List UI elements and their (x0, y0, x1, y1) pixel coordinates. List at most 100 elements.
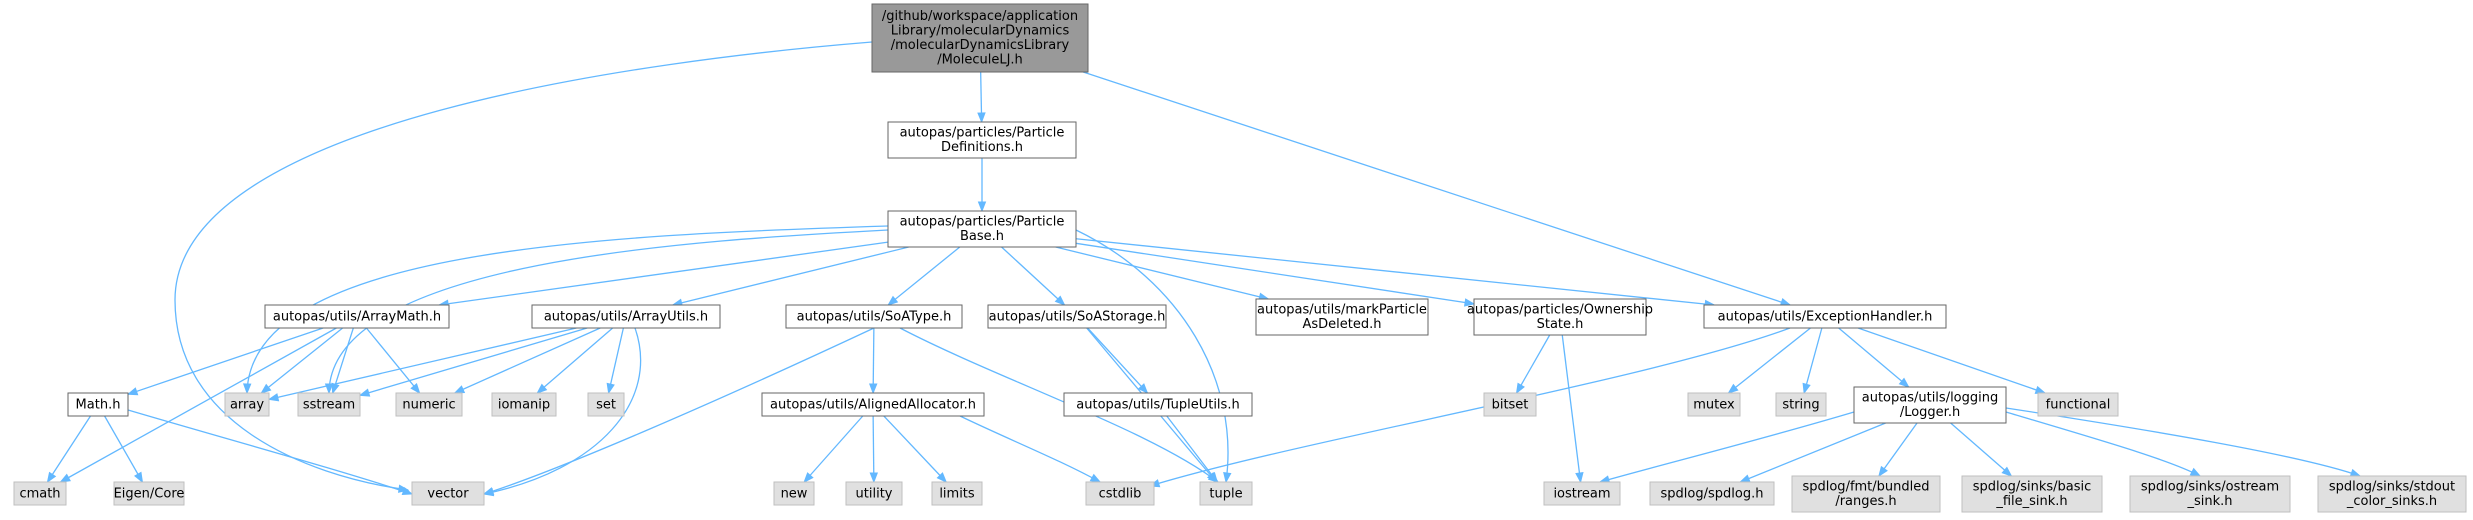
node-box (845, 481, 903, 506)
node-box (1703, 304, 1947, 329)
node-label-line: autopas/utils/markParticle (1257, 303, 1427, 318)
arrowhead (2001, 466, 2013, 477)
edge-line (104, 415, 143, 483)
arrowhead (977, 112, 986, 124)
edge-line (1166, 415, 1218, 483)
node-label-line: utility (856, 486, 893, 501)
arrowhead (1898, 377, 1910, 388)
edge-ownershipState-to-bitset (1515, 334, 1551, 395)
arrowhead (59, 473, 71, 483)
edge-line (1516, 334, 1551, 394)
node-alignedAllocator[interactable]: autopas/utils/AlignedAllocator.h (761, 392, 985, 417)
edge-line (1082, 71, 1791, 306)
node-soaType[interactable]: autopas/utils/SoAType.h (785, 304, 963, 329)
arrowhead (977, 201, 987, 213)
node-box (67, 392, 129, 417)
arrowhead (1137, 383, 1149, 395)
edge-line (2005, 411, 2201, 477)
arrowhead (606, 382, 615, 395)
edge-line (268, 327, 577, 401)
node-basicFileSink: spdlog/sinks/basic_file_sink.h (1961, 475, 2103, 513)
node-label-line: /ranges.h (1835, 494, 1896, 509)
edge-line (1740, 422, 1886, 483)
edge-line (127, 409, 413, 495)
edge-line (959, 415, 1101, 483)
node-tupleUtils[interactable]: autopas/utils/TupleUtils.h (1063, 392, 1253, 417)
edge-line (1599, 411, 1855, 483)
edge-particleDefinitions-to-particleBase (977, 158, 987, 213)
node-box (1649, 481, 1775, 506)
node-box (1255, 298, 1429, 336)
edge-line (1857, 327, 2046, 394)
node-label-line: autopas/utils/SoAType.h (797, 309, 952, 324)
node-box (411, 481, 485, 506)
node-label-line: iomanip (498, 397, 550, 412)
node-box (2037, 392, 2119, 417)
node-box (1473, 298, 1647, 336)
node-label-line: _file_sink.h (1995, 494, 2067, 509)
arrowhead (1802, 382, 1811, 395)
node-label-line: spdlog/sinks/ostream (2141, 480, 2279, 495)
edge-root-to-vector (174, 41, 873, 493)
edge-particleBase-to-soaStorage (1001, 246, 1066, 306)
node-box (1853, 386, 2007, 424)
node-newH: new (773, 481, 815, 506)
node-label-line: string (1782, 397, 1819, 412)
node-label-line: autopas/particles/Particle (900, 215, 1065, 230)
node-layer: /github/workspace/applicationLibrary/mol… (13, 3, 2467, 513)
edge-particleBase-to-ownershipState (1075, 242, 1476, 307)
node-box (887, 210, 1077, 248)
edge-layer (46, 41, 2362, 497)
arrowhead (1223, 472, 1232, 484)
arrowhead (134, 471, 144, 484)
edge-line (1055, 246, 1269, 300)
edge-line (872, 327, 875, 394)
node-sstream: sstream (297, 392, 361, 417)
node-logger[interactable]: autopas/utils/logging/Logger.h (1853, 386, 2007, 424)
node-label-line: autopas/utils/TupleUtils.h (1076, 397, 1239, 412)
node-arrayUtils[interactable]: autopas/utils/ArrayUtils.h (531, 304, 721, 329)
edge-root-to-exceptionHandler (1082, 71, 1792, 307)
arrowhead (1727, 383, 1739, 394)
edge-line (1878, 422, 1918, 477)
node-box (113, 481, 185, 506)
node-label-line: spdlog/fmt/bundled (1802, 480, 1929, 495)
node-label-line: AsDeleted.h (1302, 317, 1381, 332)
edge-particleBase-to-soaType (887, 246, 961, 306)
edge-soaType-to-vector (482, 327, 875, 496)
node-box (987, 304, 1167, 329)
edge-arrayMath-to-mathH (126, 327, 324, 396)
arrowhead (126, 387, 139, 396)
node-soaStorage[interactable]: autopas/utils/SoAStorage.h (987, 304, 1167, 329)
node-box (2129, 475, 2291, 513)
node-box (931, 481, 983, 506)
node-label-line: /github/workspace/application (882, 9, 1078, 24)
node-label-line: autopas/particles/Particle (900, 126, 1065, 141)
arrowhead (1089, 473, 1102, 483)
node-mathH[interactable]: Math.h (67, 392, 129, 417)
edge-line (887, 246, 961, 306)
node-label-line: /molecularDynamicsLibrary (891, 38, 1070, 53)
node-label-line: autopas/utils/SoAStorage.h (989, 309, 1166, 324)
node-box (1961, 475, 2103, 513)
arrowhead (2349, 468, 2362, 477)
arrowhead (1575, 472, 1584, 484)
node-label-line: Definitions.h (941, 140, 1023, 155)
node-numeric: numeric (395, 392, 463, 417)
node-arrayMath[interactable]: autopas/utils/ArrayMath.h (264, 304, 450, 329)
arrowhead (242, 383, 252, 395)
edge-arrayMath-to-numeric (365, 327, 421, 395)
node-root[interactable]: /github/workspace/applicationLibrary/mol… (871, 3, 1089, 73)
node-iomanip: iomanip (491, 392, 557, 417)
edge-line (46, 415, 92, 483)
node-exceptionHandler[interactable]: autopas/utils/ExceptionHandler.h (1703, 304, 1947, 329)
node-string: string (1775, 392, 1827, 417)
edge-line (1561, 334, 1582, 483)
arrowhead (1463, 298, 1476, 307)
edge-line (2005, 407, 2361, 477)
